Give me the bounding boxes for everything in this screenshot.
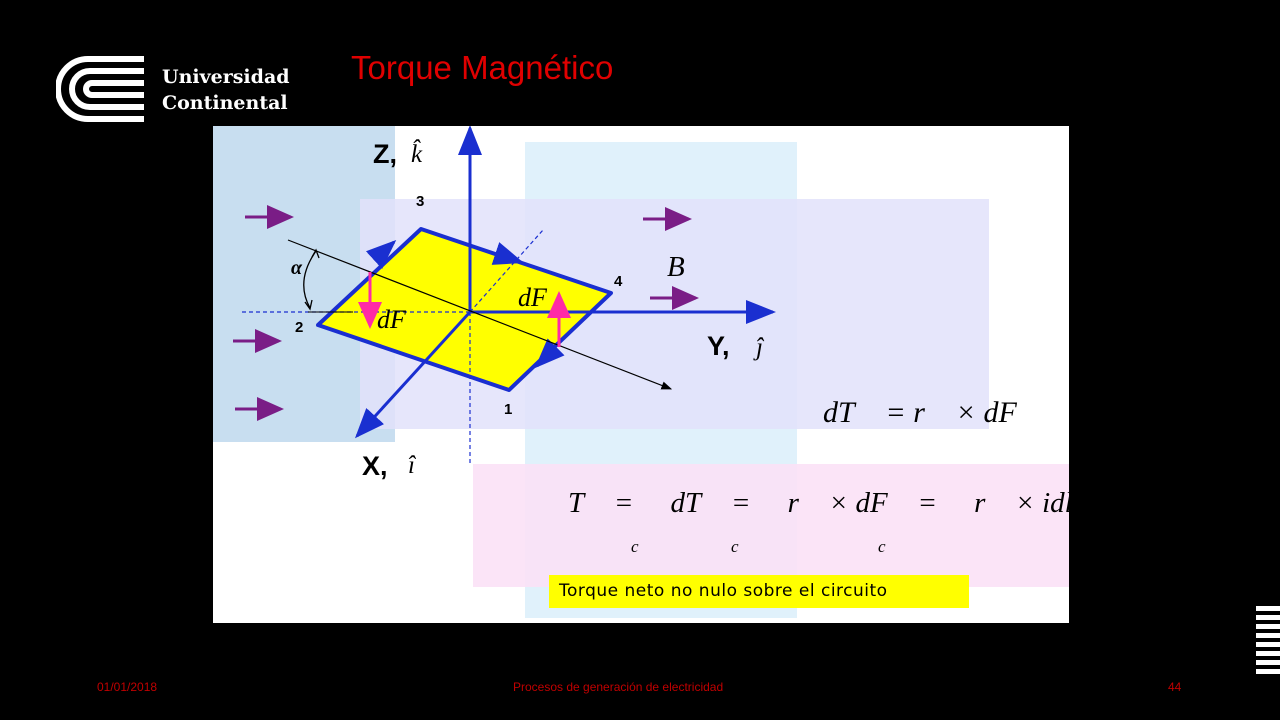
university-name-line1: Universidad (162, 66, 290, 88)
university-name-line2: Continental (162, 92, 288, 114)
angle-label: α (291, 257, 303, 279)
z-axis-unit: k̂ (411, 139, 423, 168)
x-axis-unit: î (408, 452, 417, 479)
x-axis-label: X, (362, 451, 388, 481)
university-name: Universidad Continental (162, 64, 290, 116)
university-logo-mark (56, 56, 144, 122)
y-axis-unit: ĵ (753, 334, 765, 361)
contour-subscript: c (878, 537, 886, 556)
loop-normal-line (287, 239, 673, 390)
angle-arrowhead (311, 248, 320, 259)
force-label-right: dF⃗ (518, 283, 567, 312)
current-direction-arrow (534, 338, 565, 369)
force-label-left: dF⃗ (377, 305, 426, 334)
university-logo: Universidad Continental (56, 55, 306, 125)
contour-subscript: c (631, 537, 639, 556)
footer-title: Procesos de generación de electricidad (513, 680, 724, 694)
torque-integral-equation: T⃗ = ∮ dT⃗ = ∮ r⃗ × dF⃗ = ∮ r⃗ × idl⃗ × … (568, 487, 1069, 519)
footer-date: 01/01/2018 (97, 680, 158, 694)
x-axis (354, 310, 472, 439)
field-label: B⃗ (667, 251, 707, 283)
contour-subscript: c (731, 537, 739, 556)
current-direction-arrow (491, 242, 524, 265)
corner-label-3: 3 (416, 193, 424, 210)
equation-panel (473, 464, 1069, 587)
torque-diagram: Z, k̂ Y, ĵ X, î 1 2 3 4 α dF⃗ dF⃗ B⃗ dT⃗… (213, 126, 1069, 623)
torque-diagram-canvas: Z, k̂ Y, ĵ X, î 1 2 3 4 α dF⃗ dF⃗ B⃗ dT⃗… (213, 126, 1069, 618)
z-axis-label: Z, (373, 139, 397, 169)
net-torque-callout: Torque neto no nulo sobre el circuito (549, 575, 969, 608)
slide-number: 44 (1168, 680, 1182, 694)
current-direction-arrow (365, 239, 397, 270)
corner-label-2: 2 (295, 319, 303, 336)
corner-label-1: 1 (504, 401, 512, 418)
torque-element-equation: dT⃗ = r⃗ × dF⃗ (823, 396, 1040, 429)
angle-arrowhead (304, 299, 313, 311)
corner-label-4: 4 (614, 273, 623, 290)
x-axis-dashed (469, 229, 544, 313)
y-axis-label: Y, (707, 331, 730, 361)
slide-title: Torque Magnético (351, 49, 614, 86)
decorative-stripes (1256, 606, 1280, 676)
